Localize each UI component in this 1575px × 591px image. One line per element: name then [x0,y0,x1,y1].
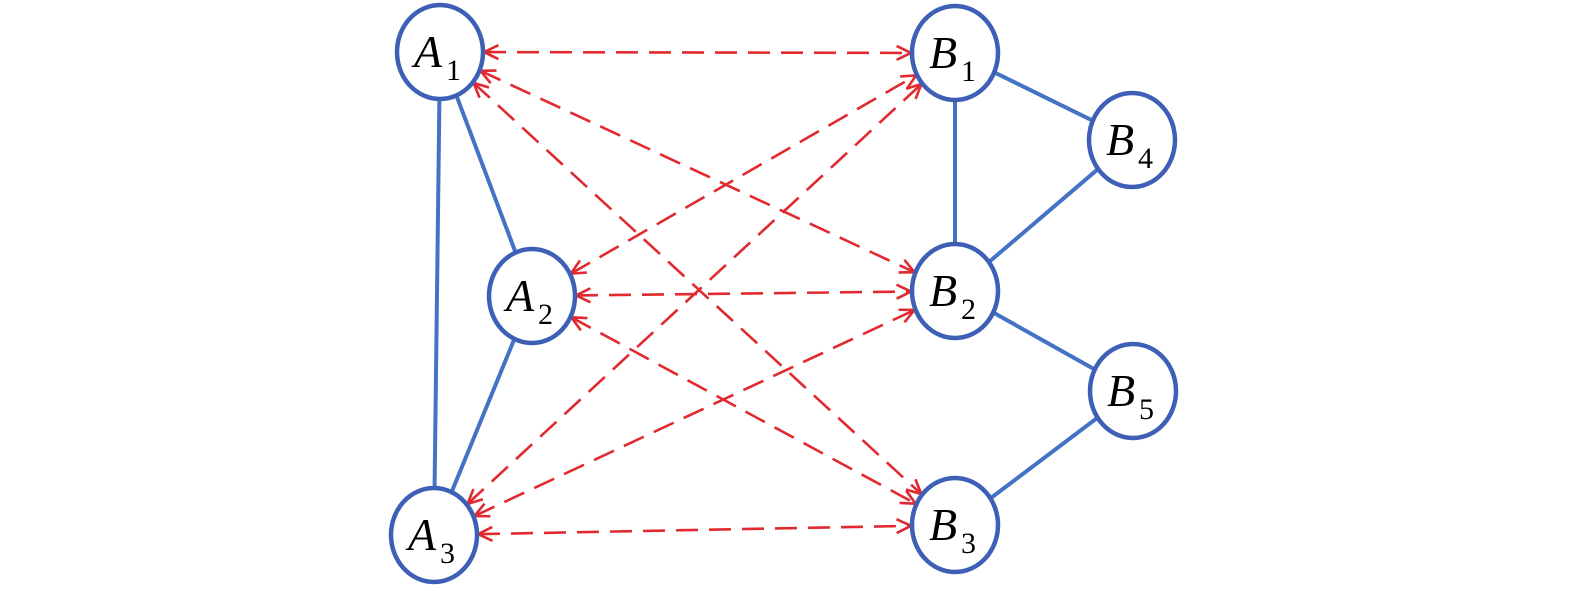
node-subscript: 4 [1138,142,1153,175]
node-letter: B [1107,365,1135,416]
dashed-arrow-a1-b1 [483,50,912,55]
dashed-arrow-a2-b2 [575,290,912,297]
solid-edge-a1-a3 [432,98,442,489]
node-letter: A [411,26,443,77]
node-ellipse [909,3,1001,103]
dashed-arrow-a2-b1 [570,74,917,275]
solid-edge-b3-b5 [989,416,1099,500]
solid-edge-a2-a3 [449,338,517,493]
solid-edge-b1-b4 [993,70,1094,123]
node-ellipse [1087,341,1179,441]
arrowhead-a3-b3-at-b3 [895,517,914,535]
node-letter: B [1106,114,1134,165]
solid-edge-b2-b4 [987,167,1100,264]
dashed-arrow-a2-b3 [570,316,917,505]
node-letter: A [503,270,535,321]
node-ellipse [388,485,480,585]
dashed-arrow-a3-b1 [466,83,923,505]
dashed-arrow-a1-b2 [479,69,916,274]
node-ellipse [1086,90,1178,190]
arrowhead-a2-b2-at-b2 [895,283,914,300]
node-subscript: 3 [961,527,976,560]
node-letter: B [929,27,957,78]
node-ellipse [486,246,578,346]
node-letter: A [405,509,437,560]
dashed-arrow-a1-b3 [472,81,923,496]
node-subscript: 5 [1139,393,1154,426]
solid-edge-a1-a2 [454,94,518,254]
node-letter: B [929,499,957,550]
solid-edges-layer [432,70,1100,500]
dashed-arrow-a3-b3 [477,524,912,536]
node-ellipse [909,241,1001,341]
dashed-arrow-a3-b2 [473,308,916,518]
node-letter: B [929,265,957,316]
node-subscript: 1 [961,55,976,88]
node-ellipse [909,475,1001,575]
node-subscript: 3 [440,537,455,570]
node-subscript: 2 [961,293,976,326]
node-subscript: 2 [538,298,553,331]
solid-edge-b2-b5 [992,310,1096,372]
node-ellipse [394,2,486,102]
node-subscript: 1 [446,54,461,87]
